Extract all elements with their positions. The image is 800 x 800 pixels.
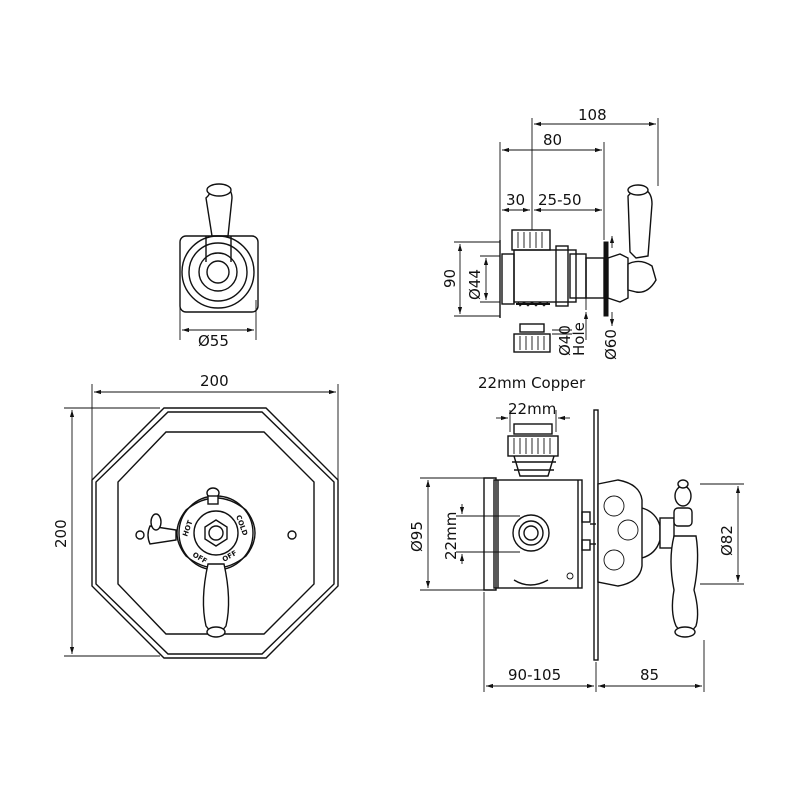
dim-80: 80 xyxy=(543,131,562,149)
dim-d60: Ø60 xyxy=(602,329,620,360)
dim-body-90-105: 90-105 xyxy=(508,666,561,684)
handle-front-view: Ø55 xyxy=(179,183,259,350)
dim-30: 30 xyxy=(506,191,525,209)
valve-side-view: 108 80 30 25-50 90 Ø44 xyxy=(441,106,659,392)
copper-label: 22mm Copper xyxy=(478,374,586,392)
dim-d44: Ø44 xyxy=(466,269,484,300)
dim-body-d82: Ø82 xyxy=(718,525,736,556)
dim-body-22mm-top: 22mm xyxy=(508,400,556,418)
dim-front-height: 200 xyxy=(52,519,70,548)
front-octagon-view: 200 200 HOT COLD OFF OFF xyxy=(52,372,339,659)
dim-body-22mm-side: 22mm xyxy=(442,512,460,560)
dim-body-85: 85 xyxy=(640,666,659,684)
dim-hole-word: Hole xyxy=(570,322,588,356)
dim-90: 90 xyxy=(441,269,459,288)
body-side-view: 22mm Ø95 22mm xyxy=(408,400,744,692)
dim-d40: Ø40 xyxy=(556,325,574,356)
dial-off-right: OFF xyxy=(221,549,239,564)
dim-front-width: 200 xyxy=(200,372,229,390)
dim-108: 108 xyxy=(578,106,607,124)
dim-handle-diameter: Ø55 xyxy=(198,332,229,350)
dim-body-d95: Ø95 xyxy=(408,521,426,552)
dial-hot: HOT xyxy=(181,519,194,538)
dim-25-50: 25-50 xyxy=(538,191,582,209)
